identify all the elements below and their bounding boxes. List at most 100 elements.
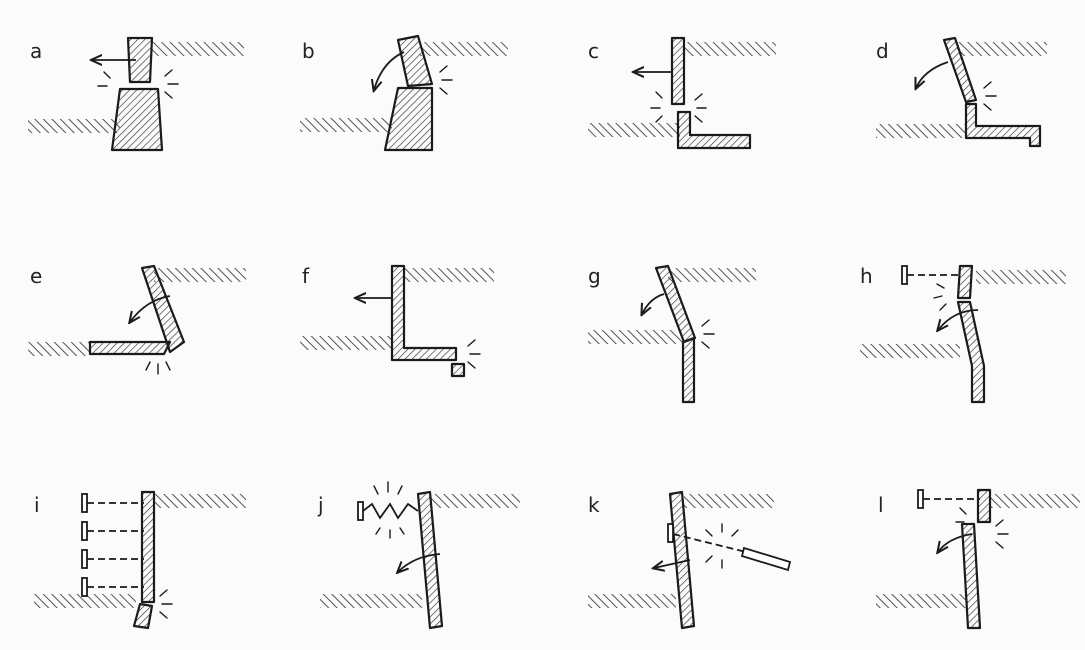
crack-burst-e xyxy=(145,361,171,375)
upper-ground-j xyxy=(430,494,520,508)
panel-label-b: b xyxy=(302,39,315,63)
crack-burst-d xyxy=(983,81,997,111)
panel-label-h: h xyxy=(860,264,873,288)
lower-ground-i xyxy=(34,594,136,608)
crack-burst-f xyxy=(467,339,481,369)
panel-label-i: i xyxy=(34,493,40,517)
toe-slab-e xyxy=(88,340,172,356)
panel-h: h xyxy=(860,264,1066,404)
crack-burst-b xyxy=(439,65,453,95)
overturning-arrow-d xyxy=(916,61,949,88)
lower-ground-k xyxy=(588,594,676,608)
anchor-row-4-i xyxy=(81,577,144,597)
panel-i: i xyxy=(34,490,246,630)
lower-ground-h xyxy=(860,344,960,358)
sliding-arrow-k xyxy=(654,559,691,568)
rotation-arrow-l xyxy=(938,533,973,552)
panel-label-l: l xyxy=(878,493,884,517)
l-base-d xyxy=(964,102,1042,148)
crack-burst-h xyxy=(933,283,947,311)
lower-ground-b xyxy=(300,118,392,132)
crack-burst-k xyxy=(705,523,739,569)
panel-label-k: k xyxy=(588,493,600,517)
lower-ground-e xyxy=(28,342,90,356)
upper-block-b xyxy=(396,34,434,88)
upper-ground-g xyxy=(668,268,756,282)
anchor-row-1-i xyxy=(81,493,144,513)
overturning-arrow-b xyxy=(374,51,405,90)
upper-block-a xyxy=(126,36,154,84)
sheet-wall-i xyxy=(140,490,156,604)
anchor-row-3-i xyxy=(81,549,144,569)
upper-stem-d xyxy=(942,36,978,104)
panel-e: e xyxy=(28,264,246,375)
panel-label-d: d xyxy=(876,39,889,63)
lower-sheet-h xyxy=(956,300,986,404)
lower-block-a xyxy=(110,87,164,152)
lower-ground-a xyxy=(28,119,120,133)
kicked-toe-i xyxy=(132,602,154,630)
panel-label-f: f xyxy=(302,264,310,288)
anchor-plate-j xyxy=(357,501,364,521)
lower-ground-l xyxy=(876,594,968,608)
lower-ground-c xyxy=(588,123,680,137)
crack-burst-c xyxy=(650,91,707,123)
panel-label-e: e xyxy=(30,264,42,288)
lower-sheet-l xyxy=(960,522,982,630)
upper-ground-l xyxy=(990,494,1080,508)
crack-burst-j xyxy=(373,481,405,539)
anchor-plate-l xyxy=(917,489,924,509)
sheet-wall-k xyxy=(668,490,696,630)
yielding-tie-j xyxy=(362,502,419,520)
l-base-c xyxy=(676,110,752,150)
upper-ground-f xyxy=(404,268,494,282)
lower-ground-d xyxy=(876,124,966,138)
sheet-wall-j xyxy=(416,490,444,630)
tie-rod-k xyxy=(672,533,747,553)
panel-k: k xyxy=(588,490,792,630)
lower-sheet-g xyxy=(681,336,696,404)
upper-ground-b xyxy=(420,42,508,56)
panel-j: j xyxy=(317,481,520,630)
upper-ground-e xyxy=(154,268,246,282)
upper-sheet-h xyxy=(956,264,974,300)
crack-burst-l xyxy=(955,507,1009,549)
panel-label-g: g xyxy=(588,264,601,288)
crack-burst-g xyxy=(701,319,715,349)
crack-burst-i xyxy=(159,589,173,619)
rotation-arrow-h xyxy=(938,309,979,330)
upper-ground-a xyxy=(152,42,244,56)
rotation-arrow-e xyxy=(130,295,171,322)
panel-label-j: j xyxy=(317,493,324,517)
panel-b: b xyxy=(300,34,508,152)
panel-f: f xyxy=(300,264,494,378)
panel-label-c: c xyxy=(588,39,599,63)
rotation-arrow-j xyxy=(398,553,441,572)
anchor-row-2-i xyxy=(81,521,144,541)
anchor-plate-h xyxy=(901,265,908,285)
panel-d: d xyxy=(876,36,1047,148)
upper-stem-c xyxy=(670,36,686,106)
l-wall-f xyxy=(390,264,458,362)
upper-ground-i xyxy=(154,494,246,508)
anchor-plate-k xyxy=(667,523,674,543)
upper-stub-l xyxy=(976,488,992,524)
stem-e xyxy=(140,264,186,354)
lower-ground-j xyxy=(320,594,422,608)
lower-ground-g xyxy=(588,330,682,344)
panel-g: g xyxy=(588,264,756,404)
panel-label-a: a xyxy=(30,39,42,63)
lower-block-b xyxy=(383,86,434,152)
upper-ground-d xyxy=(957,42,1047,56)
upper-ground-h xyxy=(976,270,1066,284)
panel-c: c xyxy=(588,36,776,150)
pulled-anchor-k xyxy=(740,546,792,572)
upper-ground-c xyxy=(684,42,776,56)
rotation-arrow-g xyxy=(642,293,665,314)
broken-heel-f xyxy=(450,362,466,378)
panel-l: l xyxy=(876,488,1080,630)
lower-ground-f xyxy=(300,336,392,350)
crack-burst-a xyxy=(97,69,179,99)
upper-ground-k xyxy=(684,494,774,508)
